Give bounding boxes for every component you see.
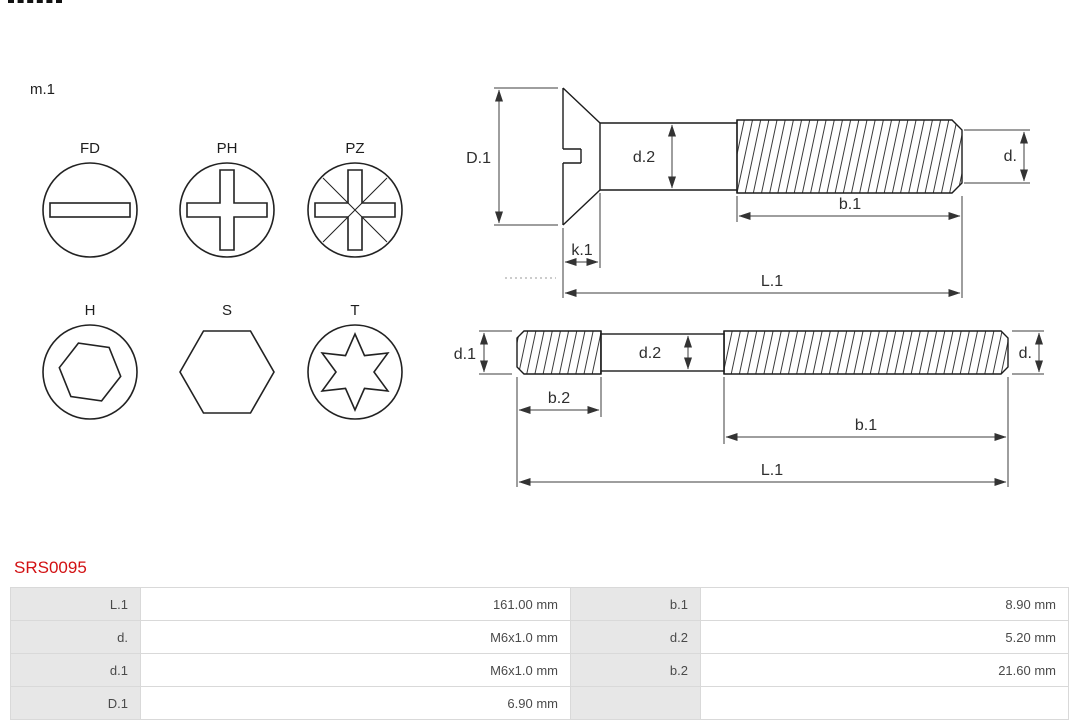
spec-label: D.1 [10, 686, 141, 720]
spec-table: L.1 161.00 mm b.1 8.90 mm d. M6x1.0 mm d… [10, 587, 1069, 720]
table-row: d. M6x1.0 mm d.2 5.20 mm [10, 620, 1069, 654]
pz-head-icon: PZ [307, 140, 403, 258]
spec-label: d.1 [10, 653, 141, 687]
spec-value: 8.90 mm [700, 587, 1069, 621]
spec-value: 21.60 mm [700, 653, 1069, 687]
dim-label-b2: b.2 [548, 390, 570, 407]
spec-label: b.2 [570, 653, 701, 687]
countersunk-screw-drawing [562, 87, 963, 226]
table-row: L.1 161.00 mm b.1 8.90 mm [10, 587, 1069, 621]
spec-label: d. [10, 620, 141, 654]
dim-label-d: d. [1004, 148, 1017, 165]
cropped-corner-mark [8, 0, 62, 3]
table-row: D.1 6.90 mm [10, 686, 1069, 720]
dim-label-L1: L.1 [761, 273, 783, 290]
table-row: d.1 M6x1.0 mm b.2 21.60 mm [10, 653, 1069, 687]
part-number: SRS0095 [14, 558, 87, 577]
t-label: T [350, 302, 359, 319]
spec-label: L.1 [10, 587, 141, 621]
spec-label: d.2 [570, 620, 701, 654]
spec-value: M6x1.0 mm [140, 620, 571, 654]
dim-label-d: d. [1019, 345, 1032, 362]
dim-label-D1: D.1 [466, 150, 491, 167]
dim-label-d2: d.2 [639, 345, 661, 362]
left-thread-section [516, 330, 602, 375]
pz-label: PZ [345, 140, 364, 157]
fd-head-icon: FD [42, 140, 138, 258]
middle-section [600, 333, 725, 372]
technical-diagram: m.1 FD PH PZ H S T [30, 81, 1044, 487]
stud-dimensions: d.1 d.2 d. b.2 b.1 L.1 [454, 330, 1044, 487]
dim-label-b1: b.1 [839, 196, 861, 213]
stud-drawing [516, 330, 1009, 375]
spec-value: M6x1.0 mm [140, 653, 571, 687]
spec-label: b.1 [570, 587, 701, 621]
right-thread-section [723, 330, 1009, 375]
h-label: H [85, 302, 96, 319]
spec-value: 161.00 mm [140, 587, 571, 621]
ph-label: PH [217, 140, 238, 157]
spec-value [700, 686, 1069, 720]
dim-label-L1: L.1 [761, 462, 783, 479]
dim-label-d2: d.2 [633, 149, 655, 166]
s-label: S [222, 302, 232, 319]
torx-head-icon: T [307, 302, 403, 420]
countersunk-screw-dimensions: D.1 d.2 d. b.1 k.1 L.1 [466, 87, 1030, 298]
module-label: m.1 [30, 81, 55, 98]
dim-label-d1: d.1 [454, 346, 476, 363]
fd-label: FD [80, 140, 100, 157]
dim-label-b1: b.1 [855, 417, 877, 434]
ph-head-icon: PH [179, 140, 275, 258]
dim-label-k1: k.1 [571, 242, 592, 259]
thread-section [736, 119, 963, 194]
hex-socket-head-icon: H [42, 302, 138, 420]
spec-value: 5.20 mm [700, 620, 1069, 654]
spec-label [570, 686, 701, 720]
spec-value: 6.90 mm [140, 686, 571, 720]
hex-external-head-icon: S [179, 302, 275, 414]
